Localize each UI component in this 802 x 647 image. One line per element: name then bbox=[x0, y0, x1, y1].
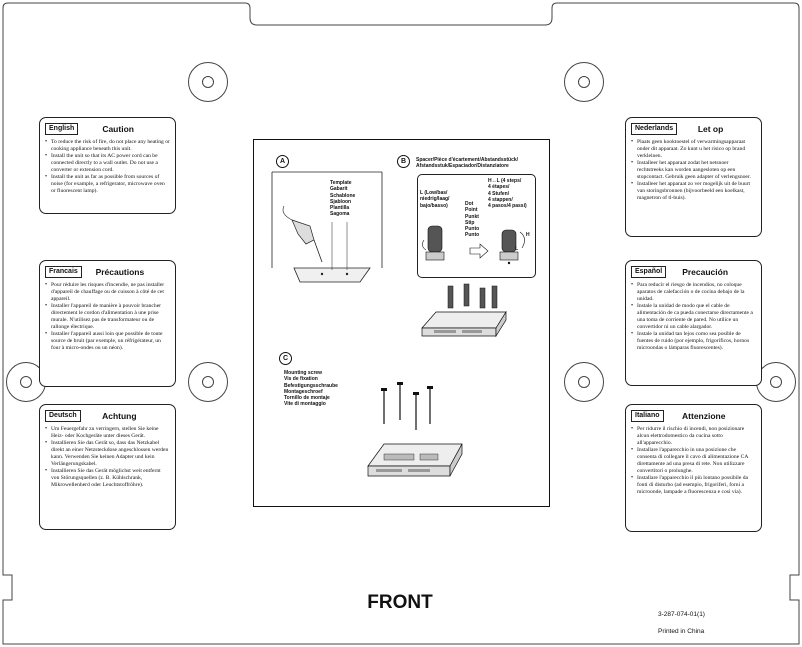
language-tag: Español bbox=[631, 266, 667, 278]
caution-item: Installare l'apparecchio il più lontano … bbox=[631, 475, 756, 496]
installation-figure: A Template Gabarit Schablone Sjabloon Pl… bbox=[253, 139, 550, 507]
caution-item: Installeer het apparaat zo ver mogelijk … bbox=[631, 181, 756, 202]
caution-item: Per ridurre il rischio di incendi, non p… bbox=[631, 426, 756, 447]
panel-title: Precaución bbox=[682, 267, 729, 277]
mounting-hole-mid-left bbox=[188, 362, 228, 402]
figure-label-c: C bbox=[279, 352, 292, 365]
caution-item: Installer l'appareil de manière à pouvoi… bbox=[45, 303, 170, 331]
italiano-caution-panel: Italiano Attenzione Per ridurre il risch… bbox=[625, 404, 762, 532]
mounting-hole-top-right bbox=[564, 62, 604, 102]
marker-l: L bbox=[515, 246, 519, 252]
mounting-hole-top-left bbox=[188, 62, 228, 102]
caution-item: Plaats geen kooktoestel of verwarmingsap… bbox=[631, 139, 756, 160]
part-number: 3-287-074-01(1) bbox=[658, 611, 705, 618]
panel-title: Attenzione bbox=[682, 411, 726, 421]
mounting-hole-mid-right bbox=[564, 362, 604, 402]
caution-item: To reduce the risk of fire, do not place… bbox=[45, 139, 170, 153]
caution-item: Install the unit as far as possible from… bbox=[45, 174, 170, 195]
panel-title: Achtung bbox=[102, 411, 137, 421]
caution-item: Instale la unidad de modo que el cable d… bbox=[631, 303, 756, 331]
printed-in-label: Printed in China bbox=[658, 628, 705, 635]
spacer-illustration bbox=[422, 225, 525, 265]
mounting-screws-illustration bbox=[367, 382, 463, 477]
caution-item: Installare l'apparecchio in una posizion… bbox=[631, 447, 756, 475]
caution-item: Instale la unidad tan lejos como sea pos… bbox=[631, 331, 756, 352]
language-tag: Deutsch bbox=[45, 410, 81, 422]
spacer-detail-box bbox=[417, 174, 536, 278]
caution-item: Installieren Sie das Gerät möglichst wei… bbox=[45, 468, 170, 489]
panel-title: Let op bbox=[697, 124, 724, 134]
marker-h: H bbox=[526, 232, 530, 238]
nederlands-caution-panel: Nederlands Let op Plaats geen kooktoeste… bbox=[625, 117, 762, 237]
francais-caution-panel: Francais Précautions Pour réduire les ri… bbox=[39, 260, 176, 387]
deutsch-caution-panel: Deutsch Achtung Um Feuergefahr zu verrin… bbox=[39, 404, 176, 530]
template-labels: Template Gabarit Schablone Sjabloon Plan… bbox=[330, 180, 356, 218]
high-setting-labels: H↔L (4 steps/ 4 étapes/ 4 Stufen/ 4 stap… bbox=[488, 178, 527, 210]
template-illustration bbox=[271, 171, 383, 283]
language-tag: Italiano bbox=[631, 410, 664, 422]
caution-item: Um Feuergefahr zu verringern, stellen Si… bbox=[45, 426, 170, 440]
caution-item: Installieren Sie das Gerät so, dass das … bbox=[45, 440, 170, 468]
figure-label-a: A bbox=[276, 155, 289, 168]
low-setting-labels: L (Low/bas/ niedrig/laag/ bajo/basso) bbox=[420, 190, 450, 209]
caution-item: Install the unit so that its AC power co… bbox=[45, 153, 170, 174]
language-tag: Nederlands bbox=[631, 123, 678, 135]
caution-item: Pour réduire les risques d'incendie, ne … bbox=[45, 282, 170, 303]
language-tag: Francais bbox=[45, 266, 82, 278]
mounting-screw-labels: Mounting screw Vis de fixation Befestigu… bbox=[284, 370, 338, 408]
panel-title: Caution bbox=[102, 124, 134, 134]
mounting-hole-side-right bbox=[756, 362, 796, 402]
front-label: FRONT bbox=[367, 592, 433, 613]
spacer-title: Spacer/Pièce d'écartement/Abstandsstück/… bbox=[416, 157, 519, 170]
english-caution-panel: English Caution To reduce the risk of fi… bbox=[39, 117, 176, 214]
language-tag: English bbox=[45, 123, 79, 135]
caution-item: Para reducir el riesgo de incendios, no … bbox=[631, 282, 756, 303]
panel-title: Précautions bbox=[95, 267, 145, 277]
dot-labels: Dot Point Punkt Stip Punto Punto bbox=[465, 201, 480, 239]
figure-label-b: B bbox=[397, 155, 410, 168]
espanol-caution-panel: Español Precaución Para reducir el riesg… bbox=[625, 260, 762, 386]
unit-with-spacers-illustration bbox=[421, 283, 507, 338]
caution-item: Installeer het apparaat zodat het netsno… bbox=[631, 160, 756, 181]
caution-item: Installer l'appareil aussi loin que poss… bbox=[45, 331, 170, 352]
